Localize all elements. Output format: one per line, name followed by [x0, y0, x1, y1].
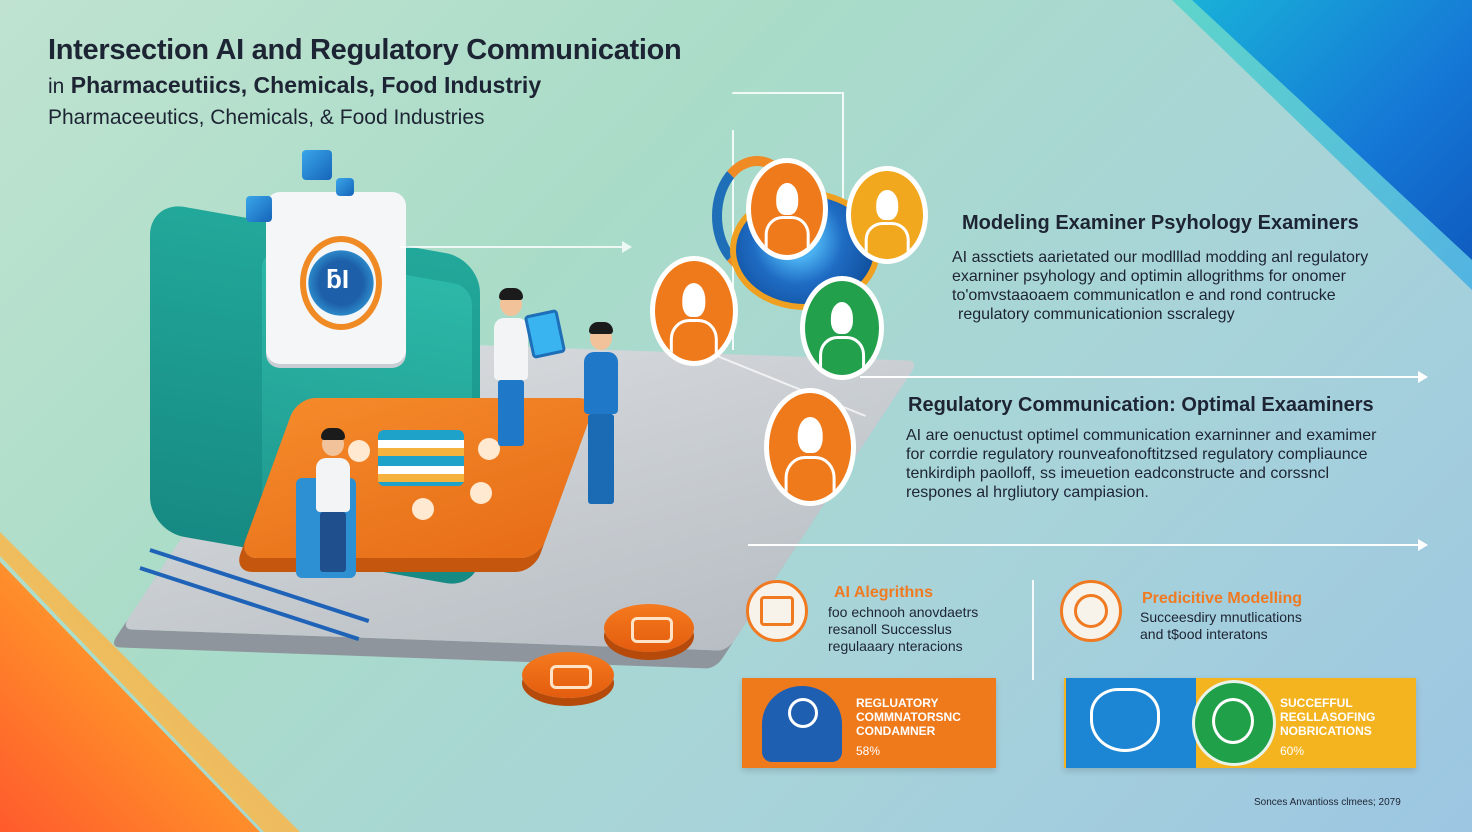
banner-line: CONDAMNER	[856, 724, 936, 738]
banner-line: SUCCEFFUL	[1280, 696, 1353, 710]
banner-stat-value: 58%	[856, 744, 881, 758]
section-text-communication: AI are oenuctust optimel communication e…	[906, 426, 1426, 502]
banner-line: REGLUATORY	[856, 696, 939, 710]
banner-line: NOBRICATIONS	[1280, 724, 1372, 738]
person-seated	[316, 428, 350, 572]
avatar-orb-orange	[650, 256, 738, 366]
data-cube-icon	[302, 150, 332, 180]
avatar-orb-green	[800, 276, 884, 380]
section-line: exarniner psyhology and optimin allogrit…	[952, 268, 1346, 285]
arrow-connector	[860, 371, 1428, 383]
subtitle-prefix: in	[48, 75, 65, 98]
avatar-orb-orange	[764, 388, 856, 506]
avatar-orb-yellow	[846, 166, 928, 264]
section-line: to'omvstaaoaem communicatlon e and rond …	[952, 287, 1336, 304]
data-cube-icon	[246, 196, 272, 222]
avatar-orb-orange	[746, 158, 828, 260]
arrow-connector	[748, 539, 1428, 551]
hands-icon	[1090, 688, 1160, 752]
source-note: Sonces Anvantioss clmees; 2079	[1254, 797, 1401, 808]
section-heading-communication: Regulatory Communication: Optimal Exaami…	[908, 394, 1374, 416]
subtitle-text: Pharmaceutiics, Chemicals, Food Industri…	[70, 72, 542, 98]
feature-text-algorithms: foo echnooh anovdaetrs resanoll Successl…	[828, 604, 978, 655]
feature-line: foo echnooh anovdaetrs	[828, 604, 979, 620]
page-title: Intersection AI and Regulatory Communica…	[48, 34, 682, 66]
table-hologram	[378, 430, 464, 486]
divider	[1032, 580, 1034, 680]
data-cube-icon	[336, 178, 354, 196]
banner-line: REGLLASOFING	[1280, 710, 1376, 724]
section-line: AI are oenuctust optimel communication e…	[906, 427, 1377, 444]
banner-stat-value: 60%	[1280, 744, 1305, 758]
page-subtitle: in Pharmaceutiics, Chemicals, Food Indus…	[48, 72, 541, 99]
person-standing	[584, 322, 618, 504]
arrow-connector	[400, 241, 632, 253]
feature-line: and t$ood interatons	[1140, 626, 1268, 642]
head-profile-icon	[1060, 580, 1122, 642]
section-line: respones al hrgliutory campiasion.	[906, 484, 1149, 501]
section-line: AI assctiets aarietated our modlllad mod…	[952, 249, 1369, 266]
section-text-psychology: AI assctiets aarietated our modlllad mod…	[952, 248, 1422, 324]
floating-disc-icon	[522, 652, 614, 698]
banner-right-text: SUCCEFFUL REGLLASOFING NOBRICATIONS 60%	[1280, 696, 1375, 758]
section-heading-psychology: Modeling Examiner Psyhology Examiners	[962, 212, 1359, 234]
banner-line: COMMNATORSNC	[856, 710, 961, 724]
ai-device-ring-icon	[300, 236, 382, 330]
algorithm-icon	[746, 580, 808, 642]
table-node	[470, 482, 492, 504]
table-node	[348, 440, 370, 462]
section-line: for corrdie regulatory rounveafonoftitzs…	[906, 446, 1368, 463]
banner-left-text: REGLUATORY COMMNATORSNC CONDAMNER 58%	[856, 696, 961, 758]
table-node	[478, 438, 500, 460]
floating-disc-icon	[604, 604, 694, 652]
feature-line: Succeesdiry mnutlications	[1140, 609, 1302, 625]
feature-line: regulaaary nteracions	[828, 638, 963, 654]
section-line: tenkirdiph paolloff, ss imeuetion eadcon…	[906, 465, 1330, 482]
connector-line	[842, 92, 844, 232]
gears-icon	[1212, 698, 1254, 744]
connector-line	[732, 92, 842, 94]
feature-title-algorithms: AI Alegrithns	[834, 584, 933, 601]
person-standing-tablet	[494, 288, 528, 446]
head-gear-icon	[762, 686, 842, 762]
feature-text-predictive: Succeesdiry mnutlications and t$ood inte…	[1140, 609, 1302, 643]
table-node	[412, 498, 434, 520]
feature-line: resanoll Successlus	[828, 621, 952, 637]
ai-device-label: ƃI	[326, 264, 350, 294]
section-line: regulatory communicationion sscralegy	[958, 306, 1235, 323]
page-subtitle-secondary: Pharmaceeutics, Chemicals, & Food Indust…	[48, 106, 485, 129]
feature-title-predictive: Predicitive Modelling	[1142, 590, 1303, 607]
